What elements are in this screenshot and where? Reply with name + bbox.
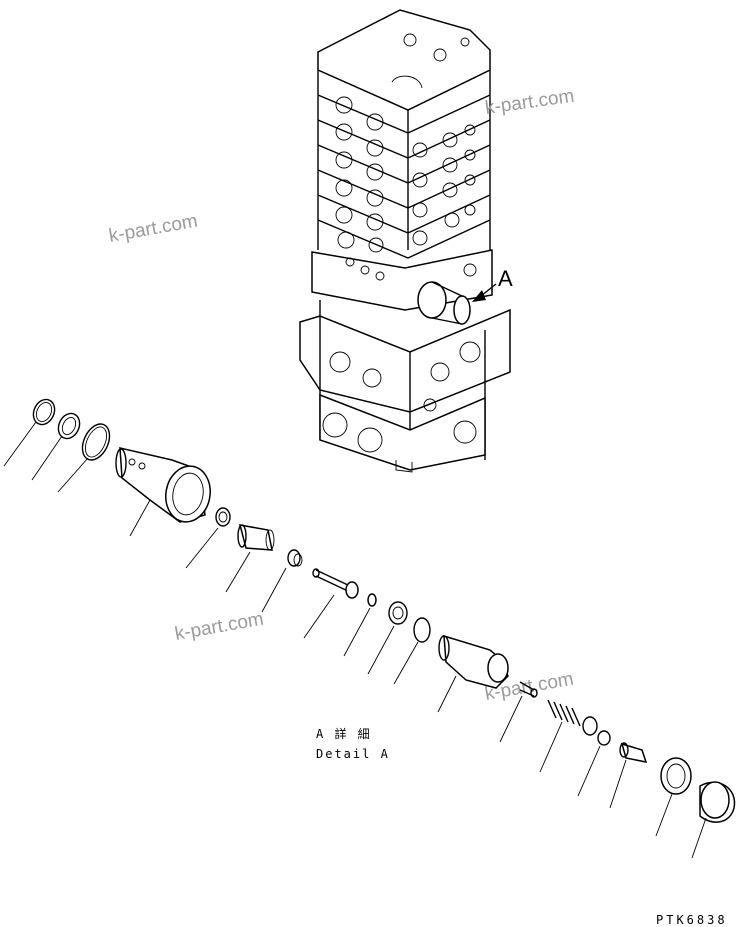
view-arrow-head: [472, 290, 486, 302]
part-cap: [691, 781, 736, 859]
watermark: k-part.com: [107, 211, 199, 247]
part-sleeve: [115, 447, 211, 537]
part-spring: [539, 699, 598, 773]
part-o-ring-2: [57, 423, 111, 493]
watermark: k-part.com: [484, 86, 576, 119]
detail-label-jp: A 詳 細: [316, 726, 372, 741]
view-label: A: [498, 266, 513, 291]
part-valve-body: [437, 634, 509, 713]
valve-a-installed: [417, 281, 471, 325]
part-nut-ring: [655, 757, 692, 837]
part-washer: [367, 601, 408, 675]
drawing-code: PTK6838: [656, 913, 728, 927]
part-pin: [303, 568, 359, 639]
detail-label-en: Detail A: [316, 747, 390, 761]
part-plug: [343, 593, 377, 657]
part-seat: [609, 742, 648, 809]
part-o-ring-1: [3, 398, 56, 467]
part-o-ring-3: [393, 617, 431, 685]
control-valve-assembly: [299, 9, 511, 473]
exploded-parts: [3, 398, 736, 859]
part-spacer: [261, 549, 303, 613]
part-collar: [225, 524, 275, 593]
part-ring: [185, 507, 231, 569]
part-poppet: [499, 681, 538, 743]
watermark: k-part.com: [173, 609, 265, 645]
part-backup-ring: [31, 412, 81, 481]
part-small-ring: [577, 730, 611, 797]
